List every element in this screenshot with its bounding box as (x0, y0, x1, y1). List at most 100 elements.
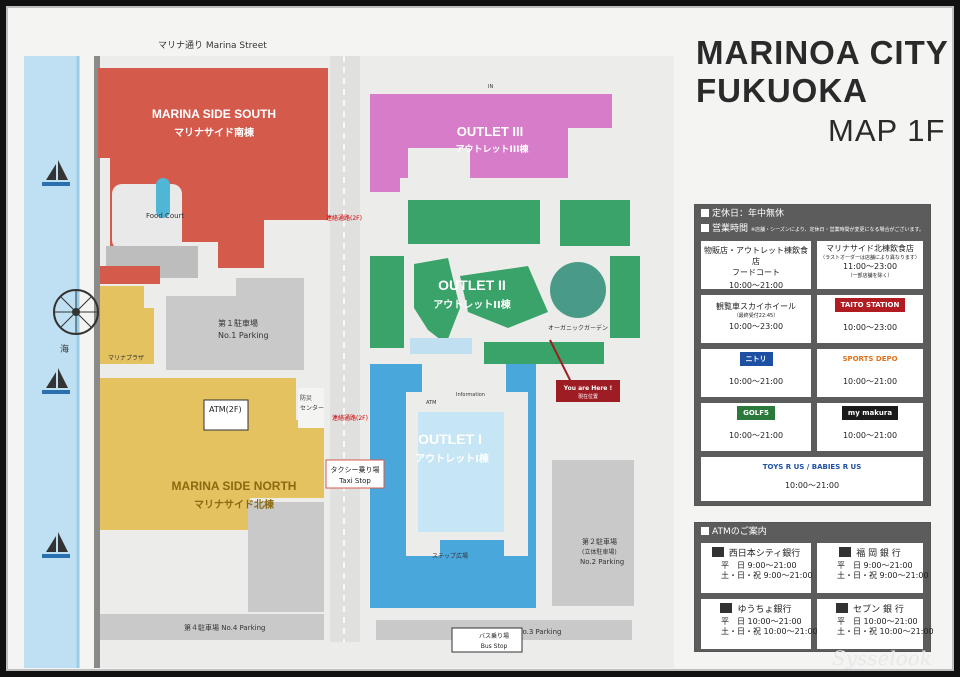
step-plaza-label: ステップ広場 (432, 552, 468, 560)
atm-bank-fukuoka: 福 岡 銀 行 平 日 9:00～21:00 土・日・祝 9:00～21:00 (817, 543, 929, 593)
taxi-en: Taxi Stop (338, 477, 371, 485)
taito-logo: TAITO STATION (834, 298, 906, 312)
center-label: センター (300, 404, 324, 412)
hours-cell-toysrus: TOYS R US / BABIES R US 10:00～21:00 (701, 457, 923, 501)
marina-plaza-label: マリナプラザ (108, 355, 144, 362)
title-line2: FUKUOKA (696, 72, 868, 109)
street-label: マリナ通り Marina Street (158, 40, 267, 51)
cell-hours: 10:00～21:00 (842, 431, 898, 440)
cell-hours: 10:00～21:00 (728, 431, 784, 440)
outlet3-en: OUTLET III (457, 124, 523, 139)
cell-hours: 10:00～21:00 (784, 481, 840, 490)
outlet3-building (370, 94, 612, 178)
parking-1-lot (166, 278, 304, 370)
sailboat-icon (42, 532, 70, 558)
sailboat-icon (42, 368, 70, 394)
bank-name: 西日本シティ銀行 (728, 548, 801, 559)
atm-2f-box (203, 399, 249, 431)
title-line1: MARINOA CITY (696, 34, 949, 71)
bank-weekday: 平 日 9:00～21:00 (837, 561, 913, 570)
cell-hours: 10:00～21:00 (728, 377, 784, 386)
information-label: Information (456, 392, 485, 398)
golf5-logo: GOLF5 (737, 406, 775, 420)
toysrus-logo: TOYS R US / BABIES R US (756, 460, 868, 474)
food-court-label: Food Court (146, 212, 184, 220)
main-road (330, 56, 360, 642)
outlet1-en: OUTLET I (418, 431, 482, 447)
hours-cell-nitori: ニトリ 10:00～21:00 (701, 349, 811, 397)
taxi-stop-box (325, 459, 385, 489)
bank-name: 福 岡 銀 行 (856, 548, 901, 559)
cell-hours: 10:00～21:00 (728, 281, 784, 289)
marina-side-north-building (100, 378, 324, 498)
bus-jp: バス乗り場 (479, 632, 509, 640)
you-are-here-box (556, 380, 620, 402)
entrance-label: IN (488, 84, 493, 90)
cell-note: （最終受付22:45） (733, 313, 779, 319)
cell-hours: 11:00～23:00 (842, 262, 898, 271)
hours-panel: 定休日：年中無休 営業時間 ※店舗・シーズンにより、定休日・営業時間が変更になる… (694, 204, 931, 506)
parking1-jp: 第１駐車場 (218, 318, 258, 328)
mymakura-logo: my makura (841, 406, 899, 420)
bank-weekday: 平 日 9:00～21:00 (721, 561, 797, 570)
outlet3-jp: アウトレットIII棟 (455, 143, 529, 155)
hours-cell-mymakura: my makura 10:00～21:00 (817, 403, 923, 451)
boardwalk (94, 56, 100, 668)
parking2-jp: 第２駐車場 (582, 537, 617, 546)
hours-cell-retail: 物販店・アウトレット棟飲食店フードコート 10:00～21:00 (701, 241, 811, 289)
atm2f-label: ATM(2F) (209, 405, 242, 414)
site-map: マリナ通り Marina Street 海 MARINA SIDE SOUTH … (24, 40, 674, 668)
you-are-here-jp: 現在位置 (578, 393, 598, 400)
hours-cell-skywheel: 観覧車スカイホイール （最終受付22:45） 10:00～23:00 (701, 295, 811, 343)
hours-cell-golf5: GOLF5 10:00～21:00 (701, 403, 811, 451)
marina-north-jp: マリナサイド北棟 (194, 498, 275, 511)
bus-stop-box (451, 627, 523, 653)
hours-cell-sports-depo: SPORTS DEPO 10:00～21:00 (817, 349, 923, 397)
outlet1-building (370, 364, 536, 608)
parking2-en: No.2 Parking (580, 558, 624, 566)
bank-name: セブン 銀 行 (853, 604, 904, 615)
bank-weekend: 土・日・祝 10:00～21:00 (837, 627, 934, 636)
outlet1-courtyard (418, 412, 504, 532)
cell-name: 物販店・アウトレット棟飲食店フードコート (704, 246, 808, 277)
hours-cell-taito: TAITO STATION 10:00～23:00 (817, 295, 923, 343)
bank-icon (711, 547, 724, 557)
cell-name: 観覧車スカイホイール (716, 302, 796, 311)
nitori-logo: ニトリ (739, 352, 773, 366)
atm-bank-seven: セブン 銀 行 平 日 10:00～21:00 土・日・祝 10:00～21:0… (817, 599, 934, 649)
bank-name: ゆうちょ銀行 (737, 604, 792, 615)
map-board: マリナ通り Marina Street 海 MARINA SIDE SOUTH … (6, 6, 954, 671)
you-are-here-en: You are Here ! (563, 385, 612, 392)
parking4-label: 第４駐車場 No.4 Parking (184, 623, 265, 632)
sailboat-icon (42, 160, 70, 186)
bank-icon (720, 603, 733, 613)
parking2-sub: (立体駐車場) (582, 548, 617, 556)
atm-bank-yucho: ゆうちょ銀行 平 日 10:00～21:00 土・日・祝 10:00～21:00 (701, 599, 818, 649)
marina-plaza-block (100, 286, 154, 364)
bosai-label: 防災 (300, 394, 312, 402)
parking-4-lot (100, 614, 324, 640)
bank-weekend: 土・日・祝 9:00～21:00 (721, 571, 813, 580)
holiday-text: 定休日：年中無休 (712, 209, 785, 219)
watermark-signature: Sysselook (832, 646, 932, 670)
bank-icon (839, 547, 852, 557)
cell-note: （ラストオーダーは店舗により異なります） (820, 255, 920, 261)
cell-hours: 10:00～23:00 (728, 322, 784, 331)
parking1-en: No.1 Parking (218, 331, 269, 340)
cell-sub: （一部店舗を除く） (847, 273, 893, 279)
bank-weekday: 平 日 10:00～21:00 (721, 617, 802, 626)
corridor-label-1: 連絡通路(2F) (326, 214, 362, 222)
taxi-jp: タクシー乗り場 (331, 465, 380, 474)
atm-panel: ATMのご案内 西日本シティ銀行 平 日 9:00～21:00 土・日・祝 9:… (694, 522, 934, 652)
cell-name: マリナサイド北棟飲食店 (826, 244, 914, 253)
cell-hours: 10:00～21:00 (842, 377, 898, 386)
hours-note: ※店舗・シーズンにより、定休日・営業時間が変更になる場合がございます。 (750, 227, 925, 233)
sea-label: 海 (60, 343, 69, 355)
bank-weekend: 土・日・祝 10:00～21:00 (721, 627, 818, 636)
atm-panel-title: ATMのご案内 (712, 527, 767, 537)
lower-west-block (248, 502, 324, 612)
organic-garden (550, 262, 606, 318)
bank-icon (836, 603, 849, 613)
atm-label: ATM (426, 400, 436, 406)
outlet2-jp: アウトレットII棟 (433, 298, 511, 311)
